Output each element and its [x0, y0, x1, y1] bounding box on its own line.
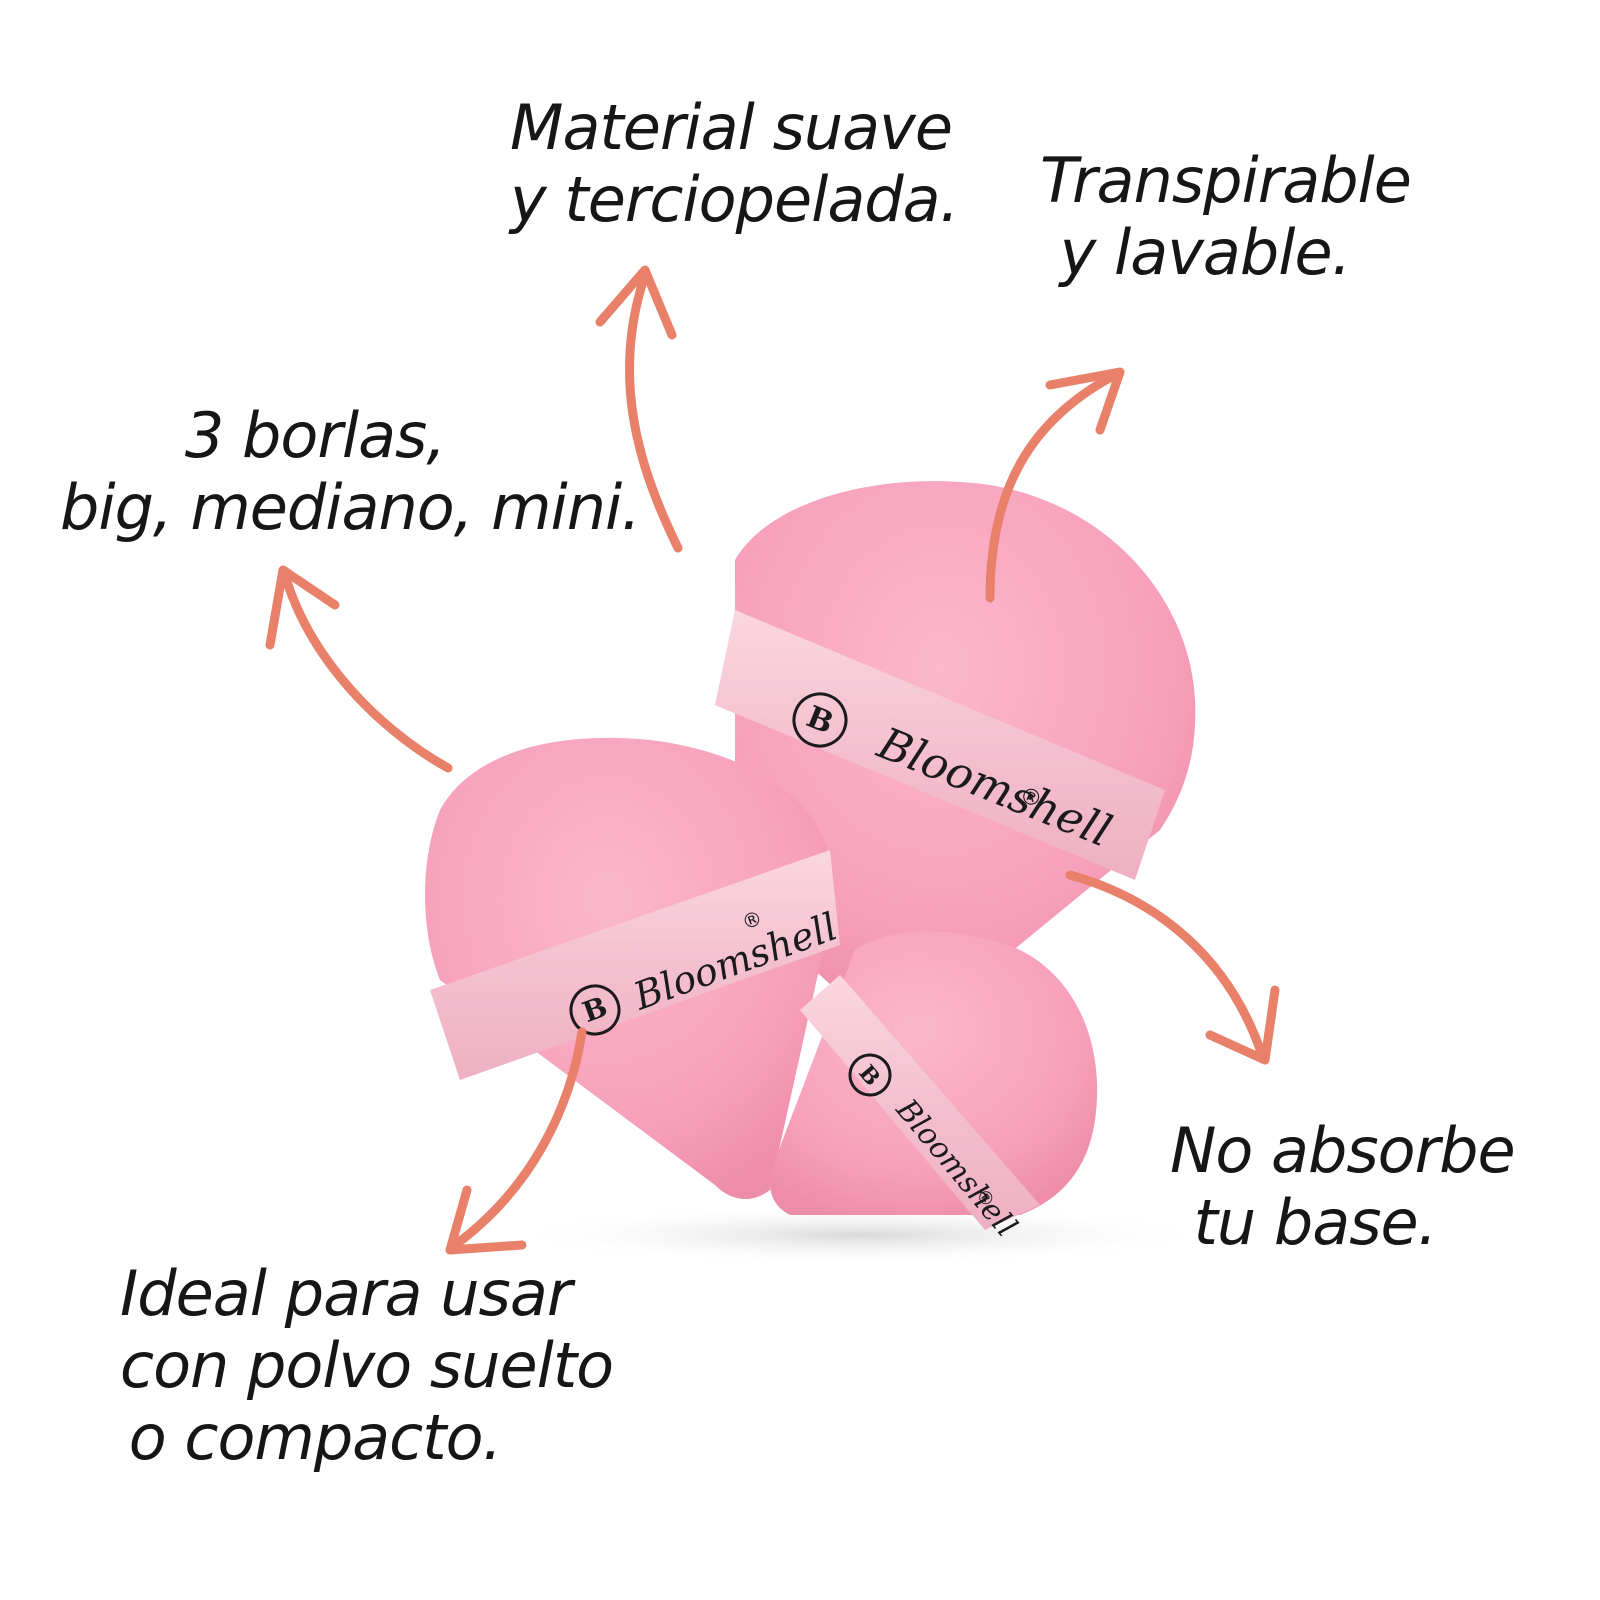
arrow-icon: [265, 565, 453, 773]
floor-shadow: [500, 1205, 1220, 1265]
caption-material-line1: Material suave: [510, 91, 953, 164]
caption-ideal-line2: con polvo suelto: [120, 1329, 614, 1402]
caption-ideal: Ideal para usar con polvo suelto o compa…: [120, 1257, 614, 1474]
puff-big-ribbon: [715, 610, 1165, 880]
caption-absorbe-line2: tu base.: [1193, 1186, 1438, 1259]
arrow-icon: [595, 265, 683, 553]
arrow-icon: [1065, 870, 1280, 1065]
puff-mini-ribbon: [800, 975, 1040, 1230]
caption-transpirable-line2: y lavable.: [1059, 216, 1352, 289]
caption-transpirable: Transpirable y lavable.: [1040, 144, 1412, 289]
caption-borlas-line1: 3 borlas,: [184, 399, 446, 472]
puff-medium-ribbon: [430, 850, 840, 1080]
caption-absorbe-line1: No absorbe: [1170, 1114, 1516, 1187]
caption-material: Material suave y terciopelada.: [510, 91, 959, 236]
caption-transpirable-line1: Transpirable: [1040, 144, 1412, 217]
caption-borlas: 3 borlas, big, mediano, mini.: [60, 399, 641, 544]
caption-absorbe: No absorbe tu base.: [1170, 1114, 1516, 1259]
caption-ideal-line1: Ideal para usar: [120, 1257, 572, 1330]
caption-ideal-line3: o compacto.: [128, 1401, 502, 1474]
caption-material-line2: y terciopelada.: [510, 163, 959, 236]
puff-medium: B Bloomshell ®: [425, 737, 843, 1200]
caption-borlas-line2: big, mediano, mini.: [60, 471, 641, 544]
arrow-icon: [985, 367, 1125, 603]
puff-mini: B Bloomshell ®: [770, 931, 1098, 1244]
arrow-icon: [445, 1027, 587, 1255]
